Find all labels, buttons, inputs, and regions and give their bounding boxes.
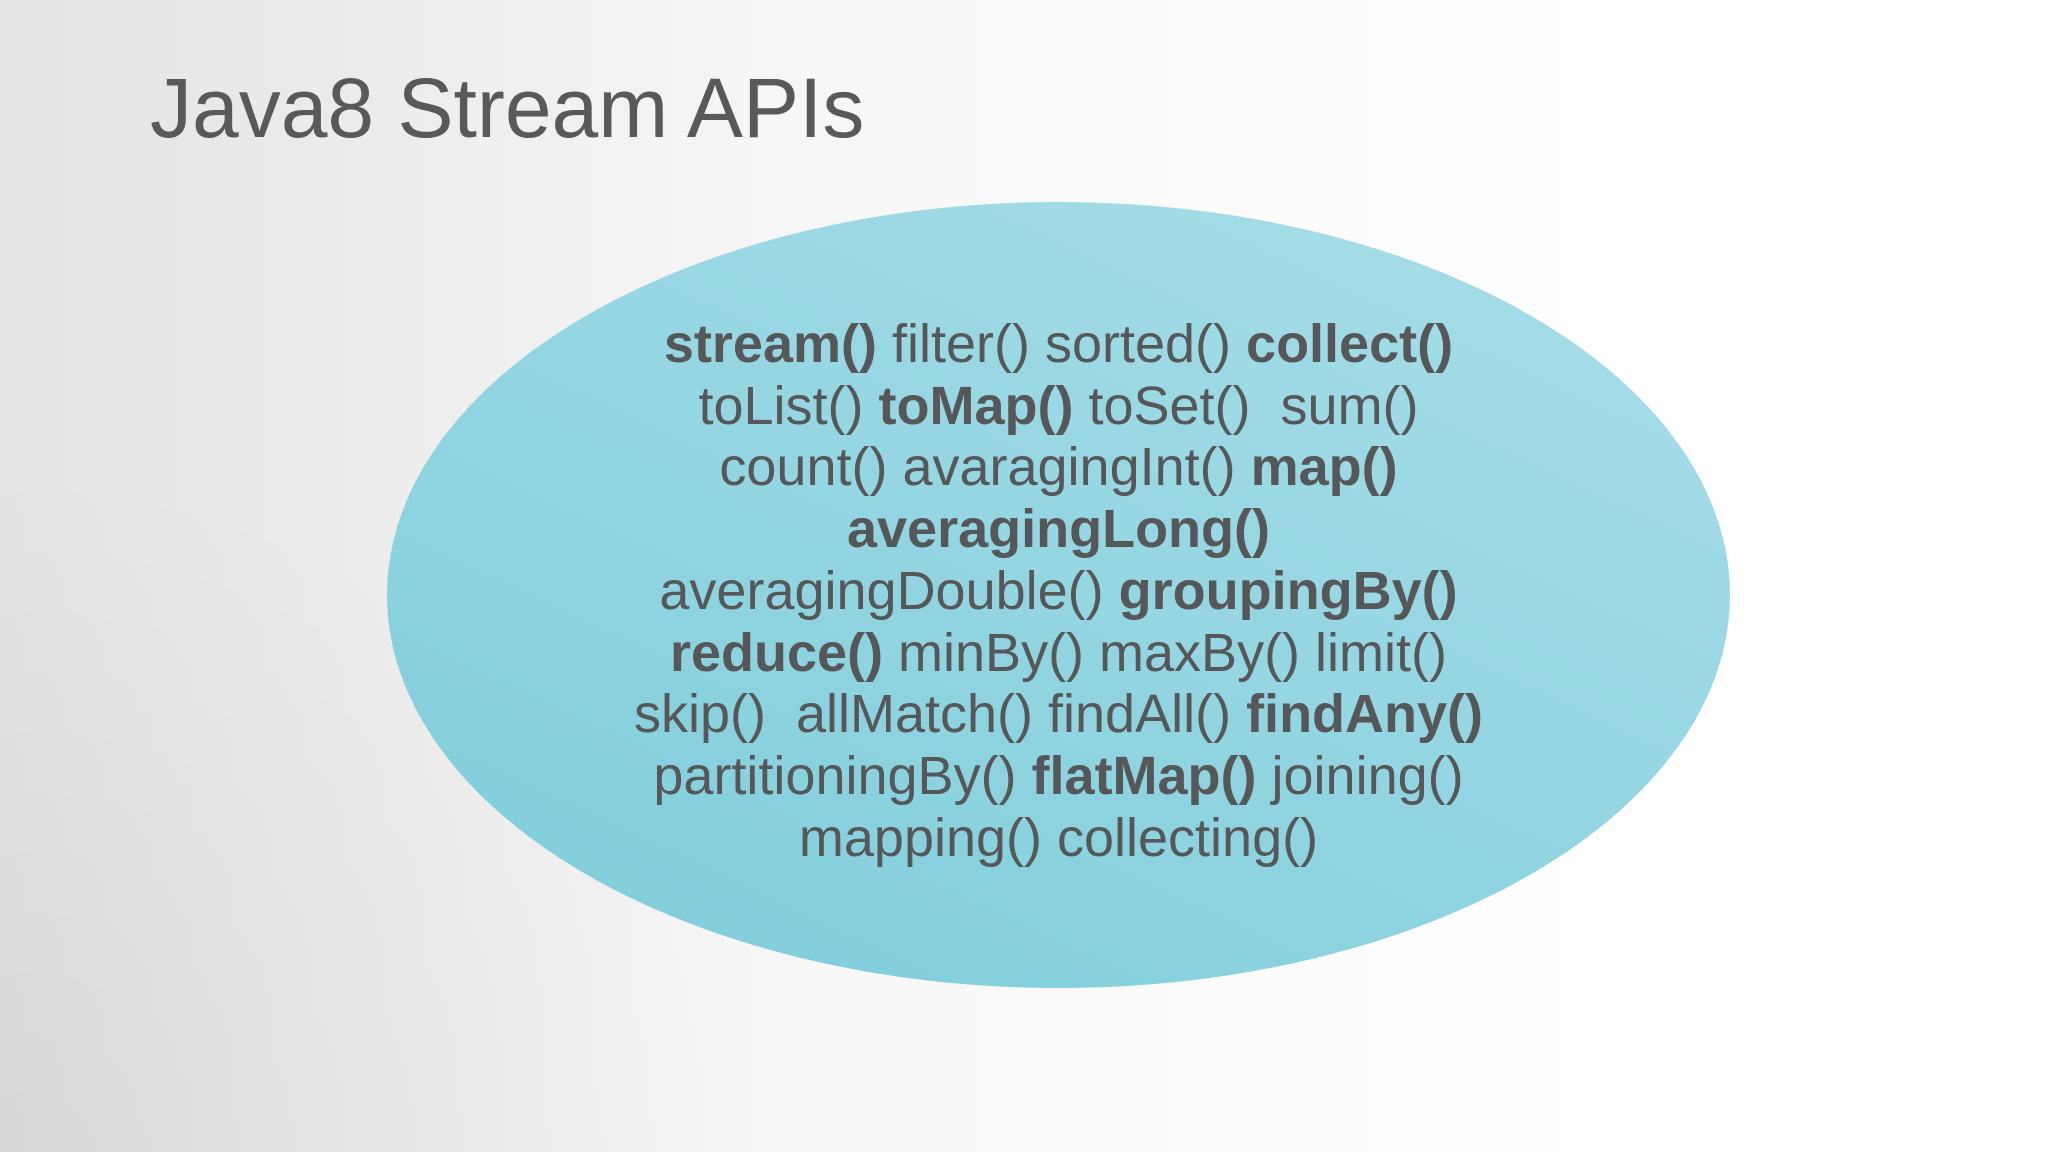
- api-method-segment: count() avaragingInt(): [719, 437, 1251, 498]
- api-line: partitioningBy() flatMap() joining(): [387, 746, 1730, 808]
- slide-title: Java8 Stream APIs: [150, 61, 865, 155]
- api-bubble-ellipse: [387, 202, 1730, 988]
- api-method-segment: toMap(): [878, 375, 1074, 436]
- api-line: averagingDouble() groupingBy(): [387, 561, 1730, 623]
- api-method-segment: averagingDouble(): [659, 560, 1119, 621]
- api-method-segment: groupingBy(): [1118, 560, 1458, 621]
- api-method-segment: toSet() sum(): [1073, 375, 1419, 436]
- api-line: toList() toMap() toSet() sum(): [387, 376, 1730, 438]
- api-method-segment: partitioningBy(): [653, 745, 1032, 806]
- api-method-segment: toList(): [698, 375, 879, 436]
- api-method-segment: averagingLong(): [846, 499, 1270, 560]
- api-method-segment: mapping() collecting(): [798, 807, 1319, 868]
- api-method-segment: skip() allMatch() findAll(): [633, 684, 1247, 745]
- api-method-segment: reduce(): [670, 622, 884, 683]
- api-method-segment: flatMap(): [1031, 745, 1257, 806]
- api-line: mapping() collecting(): [387, 808, 1730, 870]
- api-line: count() avaragingInt() map(): [387, 437, 1730, 499]
- api-method-segment: stream(): [663, 314, 877, 374]
- api-method-segment: findAny(): [1246, 684, 1484, 745]
- api-lines: stream() filter() sorted() collect()toLi…: [387, 314, 1730, 869]
- api-method-segment: minBy() maxBy() limit(): [883, 622, 1447, 683]
- api-line: averagingLong(): [387, 499, 1730, 561]
- api-line: skip() allMatch() findAll() findAny(): [387, 684, 1730, 746]
- api-line: reduce() minBy() maxBy() limit(): [387, 623, 1730, 685]
- api-method-segment: filter() sorted(): [876, 314, 1247, 374]
- api-line: stream() filter() sorted() collect(): [387, 314, 1730, 376]
- api-method-segment: map(): [1250, 437, 1398, 498]
- api-method-segment: joining(): [1256, 745, 1464, 806]
- api-method-segment: collect(): [1246, 314, 1454, 374]
